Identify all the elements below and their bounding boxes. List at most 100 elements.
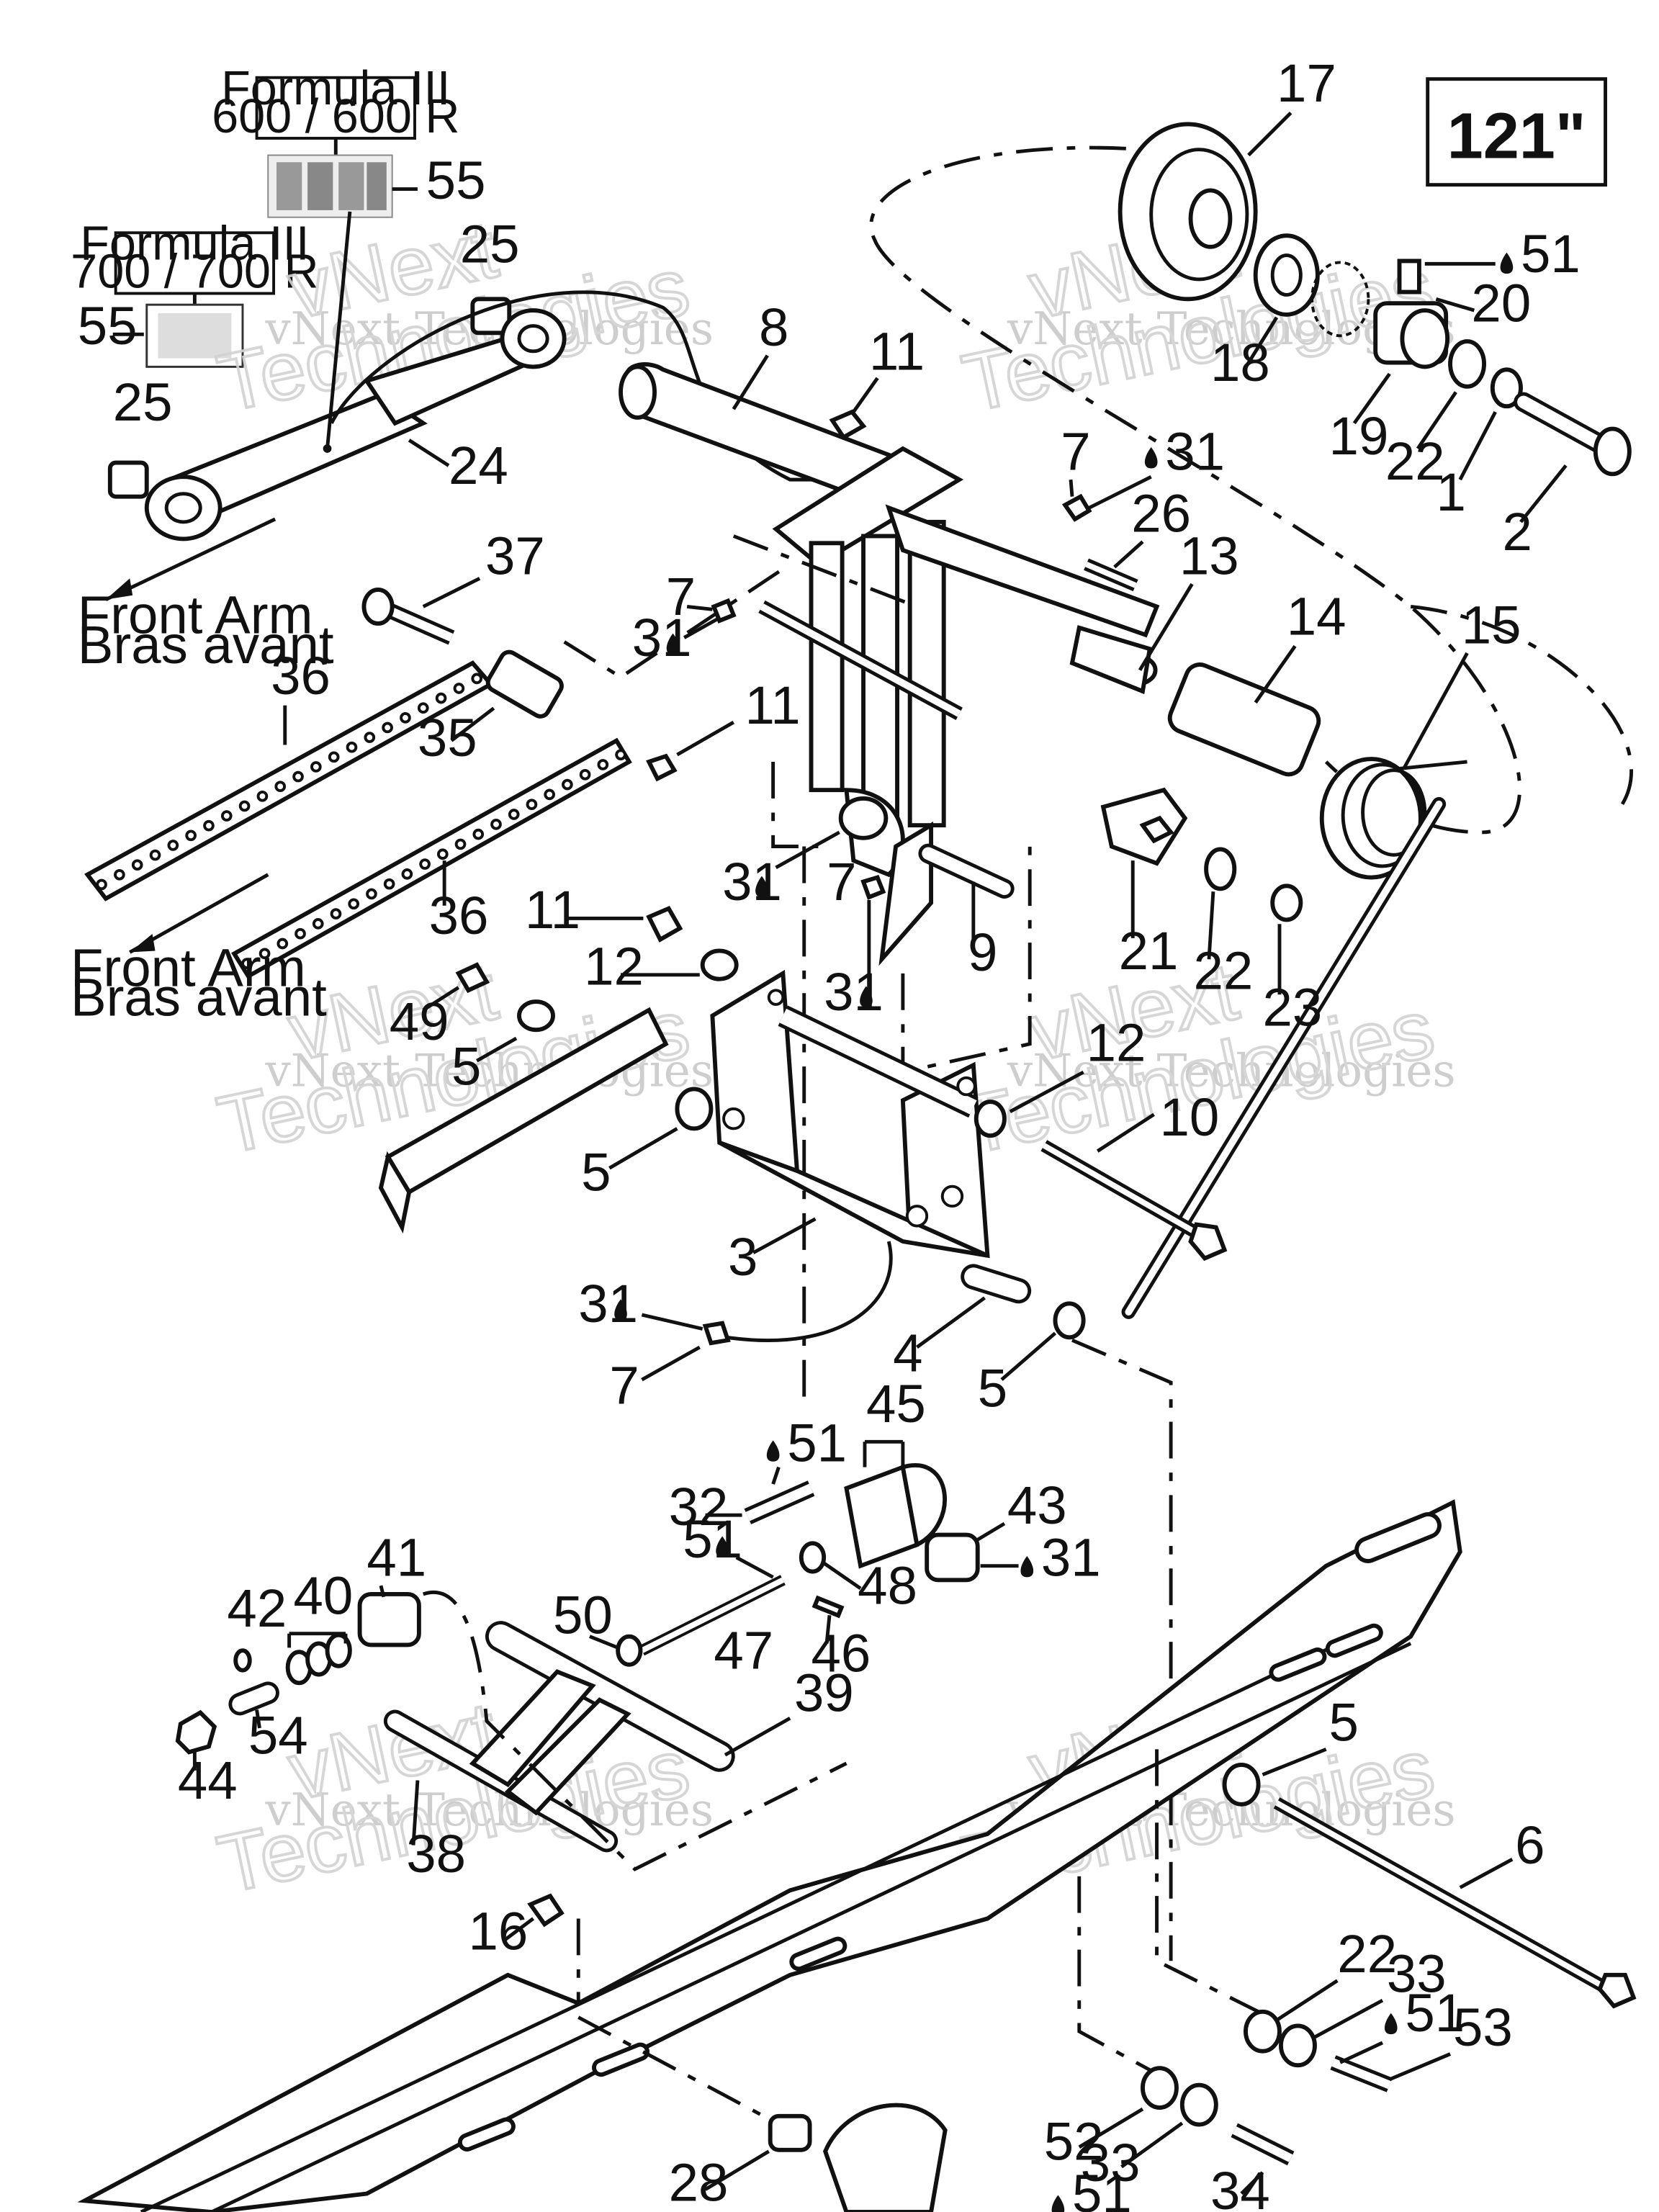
- link-hole: [220, 810, 233, 822]
- callout-40: 40: [294, 1565, 354, 1625]
- callout-31-f: 31: [1041, 1527, 1101, 1587]
- grease-fitting-7-left: [711, 598, 737, 624]
- callout-13: 13: [1179, 526, 1239, 585]
- grease-fitting-7-bottom: [702, 1321, 731, 1346]
- link-hole: [310, 761, 322, 773]
- spacer-35: [485, 649, 564, 719]
- oil-drop-icon: [1144, 447, 1158, 469]
- callout-41: 41: [367, 1527, 426, 1587]
- callout-38: 38: [406, 1824, 466, 1884]
- model-label-700: Formula III 700 / 700 R: [71, 217, 318, 298]
- callout-5-c: 5: [978, 1358, 1007, 1418]
- pin-46: [811, 1595, 845, 1619]
- nut-16: [527, 1893, 565, 1928]
- link-hole: [417, 702, 429, 714]
- nut-11-top: [829, 409, 867, 441]
- watermark-1: vNext Technologies vNext Technologies: [209, 202, 714, 431]
- bolt-2: [1514, 392, 1632, 477]
- callout-5-d: 5: [1329, 1693, 1359, 1753]
- link-hole: [562, 778, 573, 791]
- bolt-10: [1040, 1140, 1228, 1262]
- callout-17: 17: [1277, 53, 1336, 113]
- bolt-54: [228, 1681, 279, 1716]
- upper-arm-8: [619, 362, 1160, 966]
- washer-33-bottom: [1179, 2082, 1218, 2127]
- link-hole: [490, 818, 502, 830]
- front-arm-note-2-line1: Front Arm: [71, 938, 306, 997]
- callout-46: 46: [811, 1624, 871, 1683]
- link-hole: [526, 799, 538, 811]
- front-arm-arrow-2: [130, 933, 156, 953]
- link-hole: [185, 830, 197, 842]
- front-arm-note-2-line2: Bras avant: [71, 968, 327, 1028]
- size-badge: 121": [1426, 77, 1607, 187]
- callout-12-b: 12: [1087, 1012, 1146, 1072]
- link-hole: [544, 788, 555, 801]
- washer-22-mid: [1204, 847, 1237, 891]
- link-hole: [328, 751, 340, 763]
- model-label-600-line2: 600 / 600 R: [212, 90, 459, 143]
- oil-drop-icon: [766, 1440, 780, 1462]
- callout-14: 14: [1287, 587, 1346, 647]
- link-hole: [453, 683, 465, 694]
- callout-43: 43: [1007, 1475, 1067, 1535]
- link-hole: [348, 898, 360, 910]
- washer-33-top: [1279, 2023, 1317, 2068]
- callout-4: 4: [893, 1323, 922, 1382]
- washer-5-a: [517, 999, 555, 1033]
- bearing: [1253, 233, 1320, 317]
- grease-fitting-7-top: [1061, 493, 1092, 522]
- oil-drop-icon: [1384, 2013, 1398, 2035]
- callout-7-a: 7: [1061, 421, 1090, 481]
- adjuster-21: [1100, 787, 1188, 866]
- callout-7-b: 7: [666, 567, 696, 626]
- link-hole: [597, 759, 609, 770]
- callout-7-c: 7: [827, 852, 856, 912]
- link-hole: [383, 878, 395, 890]
- callout-45: 45: [866, 1374, 926, 1434]
- washer-5-d: [1222, 1763, 1261, 1807]
- link-hole: [472, 828, 485, 840]
- callout-31-e: 31: [578, 1274, 638, 1334]
- link-hole: [330, 908, 342, 920]
- link-hole: [346, 741, 358, 753]
- callout-47: 47: [714, 1621, 773, 1681]
- callout-33-a: 33: [1387, 1943, 1447, 2003]
- model-label-600: Formula III 600 / 600 R: [212, 62, 459, 143]
- callout-7-d: 7: [609, 1355, 639, 1415]
- washer-52: [1141, 2066, 1179, 2110]
- callout-26: 26: [1131, 484, 1191, 544]
- callout-6: 6: [1515, 1815, 1545, 1875]
- callout-10: 10: [1159, 1087, 1219, 1147]
- oil-drop-icon: [755, 876, 768, 898]
- callout-53: 53: [1453, 1997, 1513, 2057]
- oil-drop-icon: [1500, 252, 1514, 274]
- svg-text:vNext Technologies: vNext Technologies: [264, 1784, 714, 1836]
- link-hole: [167, 840, 179, 851]
- oil-drop-icon: [1051, 2195, 1065, 2212]
- oil-drop-icon: [860, 986, 873, 1007]
- link-hole: [276, 938, 289, 950]
- bushing-28: [768, 2113, 812, 2152]
- link-hole: [238, 800, 251, 812]
- link-hole: [454, 838, 467, 850]
- oil-drop-icon: [1020, 1555, 1034, 1578]
- washer-22-bottom: [1244, 2009, 1282, 2054]
- callout-21: 21: [1119, 921, 1179, 981]
- lubricant-symbols: [614, 252, 1514, 2212]
- pivot-group-45: [844, 1439, 947, 1569]
- washer-12-right: [974, 1100, 1007, 1138]
- callout-8: 8: [759, 297, 788, 357]
- washer-22-top: [1448, 339, 1486, 389]
- model-label-700-line2: 700 / 700 R: [71, 246, 318, 299]
- set-screw-20: [1397, 258, 1421, 295]
- callout-12-a: 12: [584, 937, 644, 997]
- bolt-37: [361, 588, 455, 645]
- decal-55-plain: [145, 293, 244, 368]
- grease-fitting-7-mid: [860, 875, 886, 900]
- link-hole: [256, 790, 269, 802]
- callouts: 17 55 55 25 25 24 8 11 11 11 51 20 18 19…: [78, 53, 1581, 2212]
- link-hole: [292, 770, 304, 783]
- nut-44: [175, 1709, 217, 1755]
- front-arm-note-1-line2: Bras avant: [78, 615, 334, 675]
